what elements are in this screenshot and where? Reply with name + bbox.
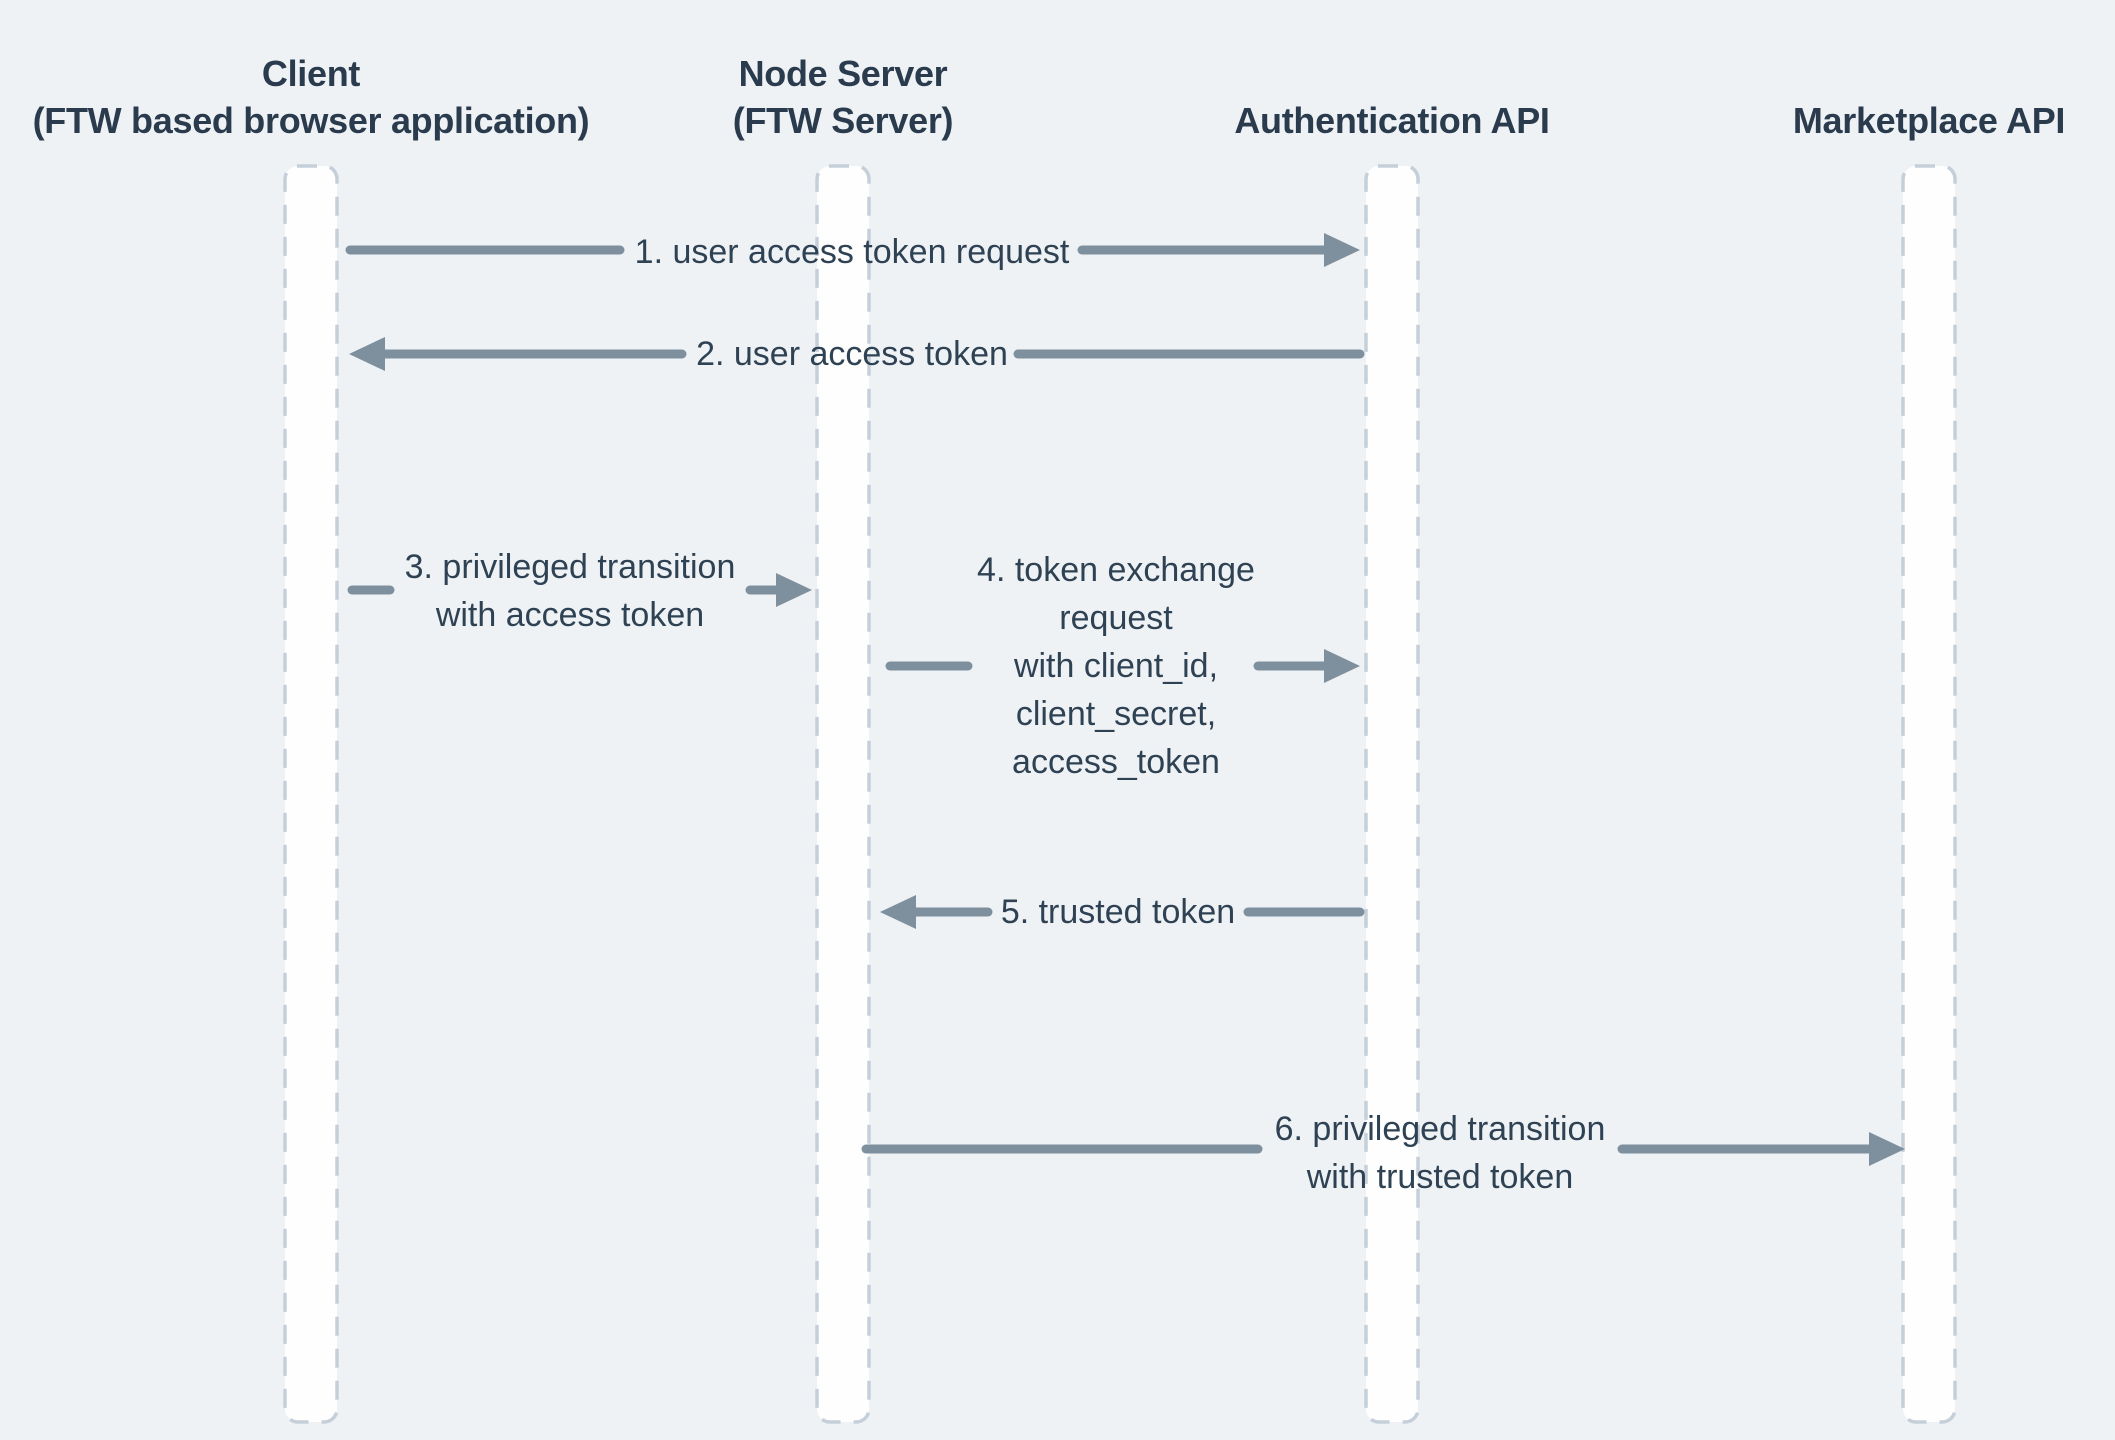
participant-header-node-server: Node Server (FTW Server) — [393, 50, 1293, 144]
lifeline-client — [283, 164, 339, 1424]
message-5-label: 5. trusted token — [738, 888, 1498, 936]
lifeline-marketplace-api — [1901, 164, 1957, 1424]
participant-name: Marketplace API — [1792, 100, 2066, 141]
lifeline-bar — [283, 164, 339, 1424]
message-label-line: 1. user access token request — [634, 233, 1070, 271]
message-2-label: 2. user access token — [472, 330, 1232, 378]
participant-subtitle: (FTW Server) — [732, 100, 954, 141]
participant-header-client: Client (FTW based browser application) — [0, 50, 761, 144]
message-label-line: with client_id, — [1013, 647, 1219, 685]
lifeline-authentication-api — [1364, 164, 1420, 1424]
lifeline-bar — [1901, 164, 1957, 1424]
message-label-line: with access token — [435, 596, 705, 634]
message-label-line: client_secret, — [1015, 695, 1217, 733]
participant-subtitle: (FTW based browser application) — [32, 100, 590, 141]
participant-name: Authentication API — [1234, 100, 1550, 141]
message-3-label: 3. privileged transition with access tok… — [190, 543, 950, 639]
arrowhead-right-icon — [1324, 233, 1360, 267]
participant-name: Node Server — [738, 53, 948, 94]
arrowhead-right-icon — [1869, 1132, 1905, 1166]
arrowhead-left-icon — [349, 337, 385, 371]
message-label-line: 4. token exchange — [977, 551, 1255, 589]
message-label-line: 6. privileged transition — [1274, 1110, 1606, 1148]
participant-header-marketplace-api: Marketplace API — [1479, 97, 2115, 144]
message-4-label: 4. token exchange request with client_id… — [736, 546, 1496, 786]
message-label-line: 3. privileged transition — [404, 548, 736, 586]
message-label-line: request — [1059, 599, 1173, 637]
message-6-label: 6. privileged transition with trusted to… — [1060, 1105, 1820, 1201]
participant-header-authentication-api: Authentication API — [942, 97, 1842, 144]
participant-name: Client — [261, 53, 361, 94]
message-label-line: 5. trusted token — [1000, 893, 1236, 931]
lifeline-bar — [1364, 164, 1420, 1424]
message-label-line: with trusted token — [1306, 1158, 1574, 1196]
message-label-line: 2. user access token — [696, 335, 1008, 373]
message-1-label: 1. user access token request — [472, 228, 1232, 276]
message-label-line: access_token — [1012, 743, 1220, 781]
